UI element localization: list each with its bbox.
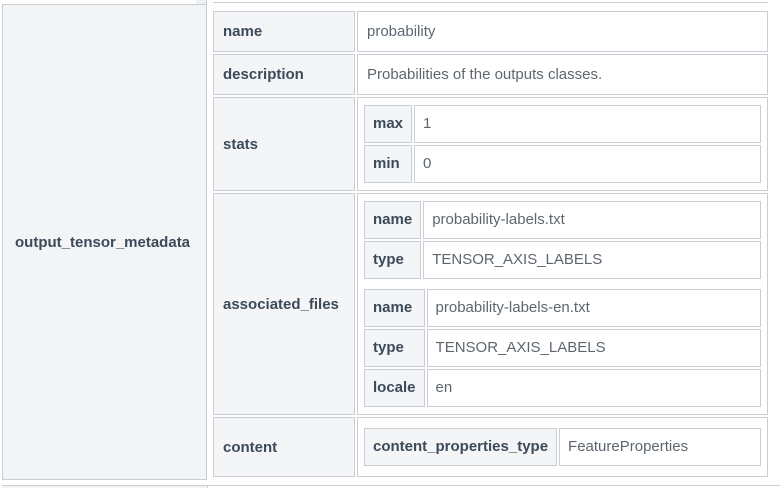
table-row-content: content content_properties_type FeatureP… <box>213 417 768 477</box>
table-row-file1-type: type TENSOR_AXIS_LABELS <box>364 241 761 279</box>
row-header-min: min <box>364 145 413 183</box>
table-row-content-properties-type: content_properties_type FeaturePropertie… <box>364 428 761 466</box>
previous-row-cell-remnant <box>196 0 207 6</box>
content-properties-table: content_properties_type FeaturePropertie… <box>362 426 763 468</box>
table-row-file2-name: name probability-labels-en.txt <box>364 289 761 327</box>
row-value-file2-name: probability-labels-en.txt <box>426 289 761 327</box>
row-header-file2-name: name <box>364 289 425 327</box>
outer-row-label: output_tensor_metadata <box>15 233 191 251</box>
associated-file-table-1: name probability-labels.txt type TENSOR_… <box>362 199 763 281</box>
row-header-max: max <box>364 105 413 143</box>
row-value-description: Probabilities of the outputs classes. <box>357 54 768 95</box>
stats-table: max 1 min 0 <box>362 103 763 185</box>
row-value-stats: max 1 min 0 <box>357 97 768 191</box>
next-table-border-remnant <box>2 485 780 486</box>
row-header-file1-name: name <box>364 201 422 239</box>
previous-row-border-remnant <box>213 2 768 3</box>
row-value-file1-type: TENSOR_AXIS_LABELS <box>423 241 761 279</box>
row-value-content-properties-type: FeatureProperties <box>559 428 761 466</box>
table-row-description: description Probabilities of the outputs… <box>213 54 768 95</box>
row-header-description: description <box>213 54 355 95</box>
table-row-name: name probability <box>213 11 768 52</box>
table-row-associated-files: associated_files name probability-labels… <box>213 193 768 415</box>
table-row-stats: stats max 1 min 0 <box>213 97 768 191</box>
row-header-file2-locale: locale <box>364 369 425 407</box>
row-header-associated-files: associated_files <box>213 193 355 415</box>
row-value-associated-files: name probability-labels.txt type TENSOR_… <box>357 193 768 415</box>
row-header-name: name <box>213 11 355 52</box>
row-value-file1-name: probability-labels.txt <box>423 201 761 239</box>
table-row-file2-locale: locale en <box>364 369 761 407</box>
row-header-content-properties-type: content_properties_type <box>364 428 558 466</box>
table-row-file2-type: type TENSOR_AXIS_LABELS <box>364 329 761 367</box>
row-value-max: 1 <box>414 105 761 143</box>
table-row-min: min 0 <box>364 145 761 183</box>
row-header-file1-type: type <box>364 241 422 279</box>
row-header-content: content <box>213 417 355 477</box>
row-header-file2-type: type <box>364 329 425 367</box>
row-value-name: probability <box>357 11 768 52</box>
row-header-stats: stats <box>213 97 355 191</box>
table-row-file1-name: name probability-labels.txt <box>364 201 761 239</box>
row-value-min: 0 <box>414 145 761 183</box>
row-value-content: content_properties_type FeaturePropertie… <box>357 417 768 477</box>
associated-file-table-2: name probability-labels-en.txt type TENS… <box>362 287 763 409</box>
row-value-file2-type: TENSOR_AXIS_LABELS <box>426 329 761 367</box>
table-row-max: max 1 <box>364 105 761 143</box>
next-table-cell-remnant <box>2 486 207 488</box>
outer-row-header: output_tensor_metadata <box>2 4 207 480</box>
next-table-divider-remnant <box>207 486 208 488</box>
metadata-rows-table: name probability description Probabiliti… <box>211 9 770 479</box>
row-value-file2-locale: en <box>426 369 761 407</box>
